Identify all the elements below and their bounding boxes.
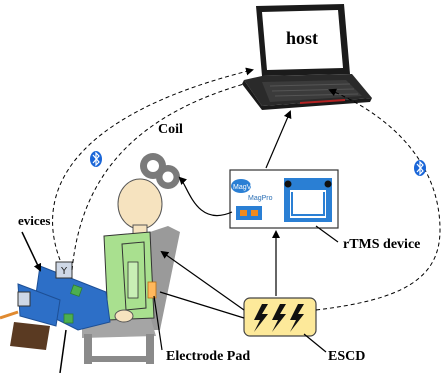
wearable-devices: evices Y — [0, 213, 73, 373]
host-label: host — [286, 28, 318, 48]
electrode-pad-annotation: Electrode Pad — [153, 295, 250, 364]
bluetooth-icon — [90, 151, 102, 167]
rtms-brand-pro: MagPro — [248, 195, 273, 202]
devices-label: evices — [18, 213, 50, 228]
rtms-brand-mag: MagVenture — [233, 184, 271, 191]
lightning-icon — [254, 304, 268, 332]
bluetooth-icon — [414, 160, 426, 176]
wired-connections — [159, 110, 292, 319]
host-laptop: host — [242, 4, 372, 110]
lightning-icon — [272, 304, 286, 332]
lightning-icon — [290, 304, 304, 332]
escd-device: ESCD — [243, 297, 365, 364]
rtms-device: MagVenture MagPro rTMS device — [229, 169, 420, 252]
electrode-pad-label: Electrode Pad — [166, 349, 250, 364]
wireless-links — [52, 67, 441, 311]
rtms-device-label: rTMS device — [343, 237, 420, 252]
svg-text:Y: Y — [60, 266, 68, 277]
coil: Coil — [140, 122, 183, 189]
coil-label: Coil — [158, 122, 183, 137]
escd-label: ESCD — [328, 349, 365, 364]
